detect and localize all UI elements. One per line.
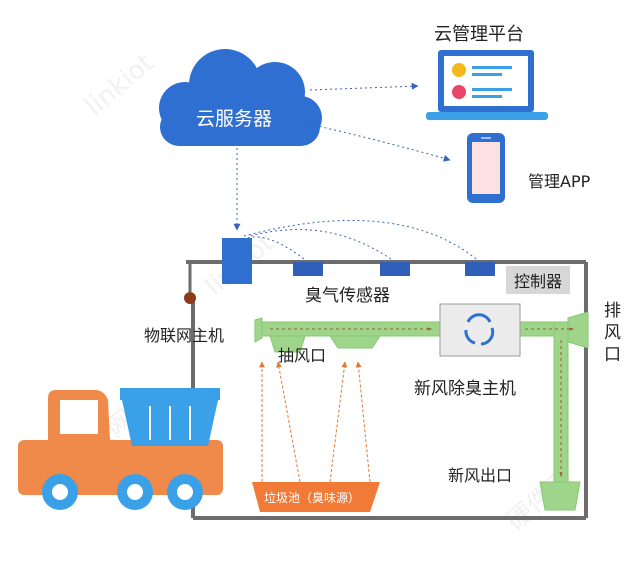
odor-sensor-label: 臭气传感器 [305,286,390,306]
fresh-air-host-box [439,303,521,357]
iot-host-label: 物联网主机 [144,326,225,345]
phone-icon [467,133,505,203]
controller-label: 控制器 [506,266,571,294]
cloud-platform-label: 云管理平台 [434,24,524,45]
suction-port-label: 抽风口 [278,346,327,365]
odor-sensor-3 [465,262,495,276]
laptop-icon [426,50,548,120]
host-node [184,292,196,304]
odor-rising-arrows [259,361,371,483]
mobile-app-label: 管理APP [528,172,591,191]
sensor-wireless-links [243,220,481,263]
odor-sensor-1 [293,262,323,276]
garbage-pit-label: 垃圾池（臭味源） [264,491,361,505]
fresh-air-outlet-label: 新风出口 [448,466,513,485]
fresh-air-host-label: 新风除臭主机 [414,379,516,399]
garbage-truck-icon [18,388,223,510]
cloud-icon [159,49,322,146]
exhaust-port-label: 排风口 [604,301,621,365]
cloud-server-label: 云服务器 [196,108,273,130]
circulation-fan-icon [464,313,495,346]
iot-host-box [222,238,252,284]
odor-sensor-2 [380,262,410,276]
cloud-to-platform-links [233,82,451,231]
duct-flow-arrows [270,327,575,478]
garbage-pit [252,482,380,512]
